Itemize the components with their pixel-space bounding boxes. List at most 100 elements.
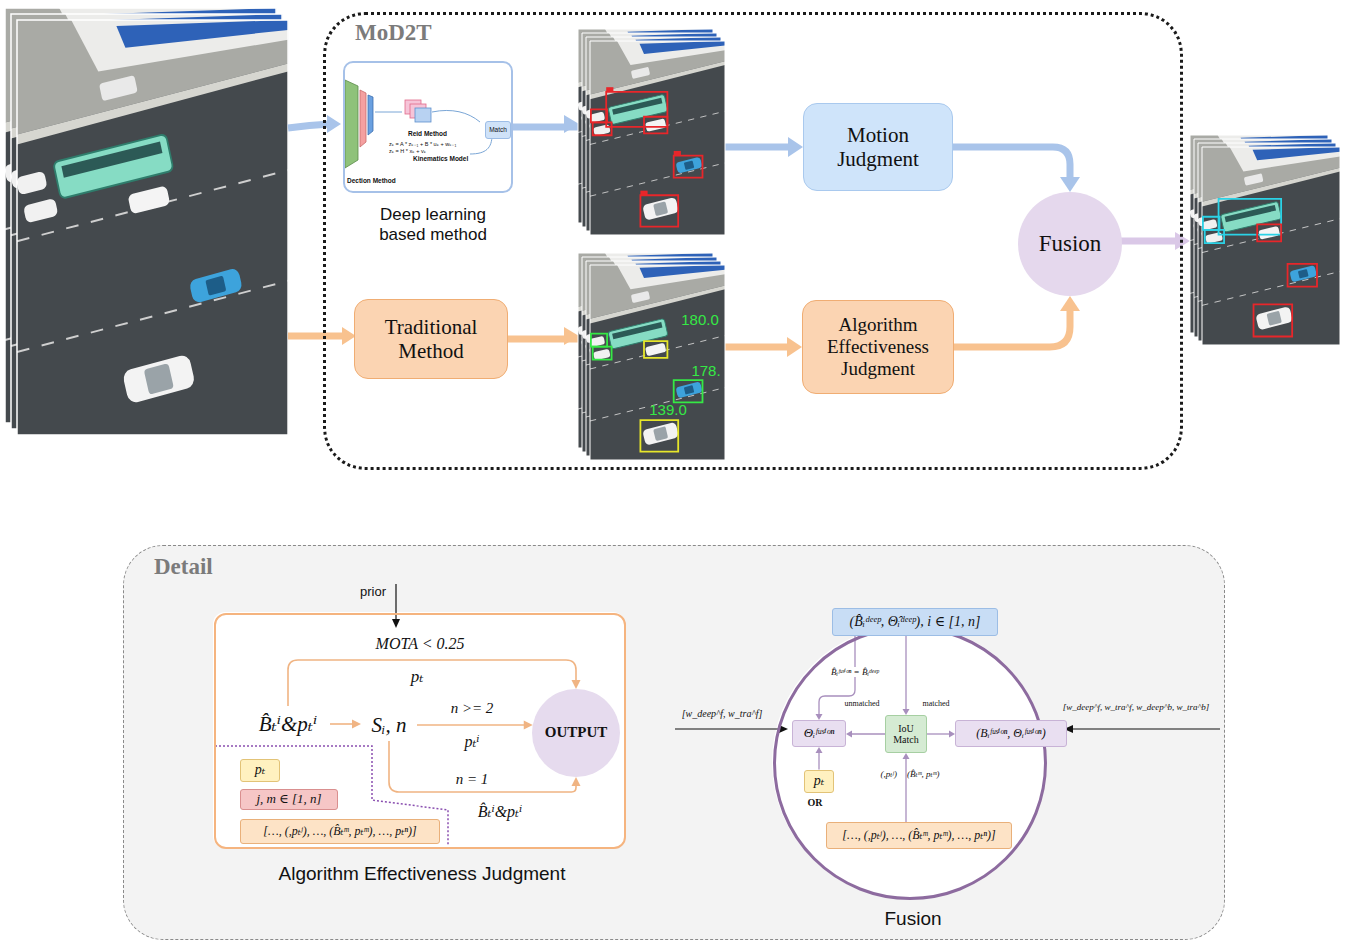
connector xyxy=(903,753,910,822)
detection-boxes xyxy=(591,92,703,227)
layer-block xyxy=(360,90,366,147)
variable-tag: pₜ xyxy=(804,770,834,793)
frame-edge xyxy=(590,265,725,460)
connector xyxy=(846,731,885,738)
edge-label: (B̂ₜᵐ, pₜᵐ) xyxy=(907,769,939,779)
connector-line xyxy=(954,307,1070,348)
connector xyxy=(954,296,1080,347)
node-label: j, m ∈ [1, n] xyxy=(256,792,321,807)
arrow-head xyxy=(1060,177,1080,192)
input-frames xyxy=(4,8,288,435)
dotted-bracket xyxy=(215,746,448,846)
node-label: (B̂ᵢᵈᵉᵉᵖ, Θ̂ᵢᵈᵉᵉᵖ), i ∈ [1, n] xyxy=(850,614,981,630)
box xyxy=(593,122,612,135)
node-label: B̂ₜⁱ&pₜⁱ xyxy=(259,712,317,736)
region-frame: MoD2TReid Methodzₖ = A * zₖ₋₁ + B * uₖ +… xyxy=(323,12,1183,470)
note-label: prior xyxy=(360,585,386,600)
output-circle: OUTPUT xyxy=(532,689,620,777)
region-title: Detail xyxy=(154,554,213,580)
box xyxy=(591,109,607,122)
index-tag: j, m ∈ [1, n] xyxy=(240,789,338,810)
variable-tag: pₜ xyxy=(240,759,280,782)
arrow-head xyxy=(787,337,802,357)
track-score: 178. xyxy=(691,362,720,379)
node-label: Traditional Method xyxy=(355,315,507,363)
node-label: Match xyxy=(489,126,507,133)
frame-edge xyxy=(17,20,288,435)
box xyxy=(1203,217,1220,230)
edge-label: matched xyxy=(922,699,949,708)
box xyxy=(1205,230,1224,243)
prior-arrow xyxy=(395,584,396,621)
connector xyxy=(330,720,361,729)
frame-image xyxy=(1201,147,1340,345)
weight-arrow xyxy=(675,728,781,729)
arrow-head xyxy=(903,753,910,759)
layer-block xyxy=(345,80,358,168)
edge-label: pₜ xyxy=(411,667,424,687)
track-score: 180.0 xyxy=(681,311,719,328)
judgment-panel: MOTA < 0.25Algorithm Effectiveness Judgm… xyxy=(214,613,626,849)
box xyxy=(640,195,678,226)
connector-line xyxy=(288,660,576,706)
arrow-head xyxy=(352,720,361,729)
frame-image xyxy=(16,20,288,435)
box xyxy=(1257,224,1281,241)
connector-line xyxy=(850,733,885,734)
arrow-head xyxy=(564,327,579,345)
edge-label: n = 1 xyxy=(456,771,489,788)
id-tags xyxy=(606,87,681,195)
node-label: Kinematics Model xyxy=(413,155,468,162)
connector-line xyxy=(818,751,819,769)
frame-image xyxy=(589,265,725,460)
frame xyxy=(1201,147,1340,345)
node-label: (Bᵢᶠᵘˢⁱᵒⁿ, Θᵢᶠᵘˢⁱᵒⁿ) xyxy=(976,727,1045,741)
node-label: Algorithm Effectiveness Judgment xyxy=(803,314,953,380)
tag xyxy=(606,87,613,92)
box xyxy=(640,420,678,452)
connector-line xyxy=(905,636,906,711)
box xyxy=(593,347,612,360)
math-label: (,pₜʲ) xyxy=(881,769,897,779)
arrow-head xyxy=(572,680,581,689)
tag xyxy=(640,191,647,196)
node-label: Dection Method xyxy=(347,177,396,184)
network-sketch xyxy=(345,80,492,168)
node-label: Fusion xyxy=(1039,231,1102,257)
process-box: Traditional Method xyxy=(354,299,508,379)
judgment-ground xyxy=(213,612,625,848)
box-caption: Fusion xyxy=(776,908,1050,930)
detection-boxes xyxy=(591,334,703,452)
connector xyxy=(953,147,1080,192)
node-label: Sᵢ, n xyxy=(372,713,407,737)
connector xyxy=(903,636,910,715)
box xyxy=(1254,304,1293,336)
traditional-frames xyxy=(577,253,725,460)
connector-line xyxy=(417,724,526,726)
list-tag: […, (,pₜʲ), …, (B̂ₜᵐ, pₜᵐ), …, pₜⁿ)] xyxy=(826,822,1012,849)
process-box: Algorithm Effectiveness Judgment xyxy=(802,300,954,394)
weight-label: [w_deep^f, w_tra^f] xyxy=(682,708,763,720)
connector-line xyxy=(330,723,355,725)
connector xyxy=(816,747,823,770)
box xyxy=(591,334,607,347)
deep-result-box: (B̂ᵢᵈᵉᵉᵖ, Θ̂ᵢᵈᵉᵉᵖ), i ∈ [1, n] xyxy=(832,608,998,636)
fusion-ground xyxy=(772,625,1046,899)
box xyxy=(1288,264,1317,287)
fusion-result-box: (Bᵢᶠᵘˢⁱᵒⁿ, Θᵢᶠᵘˢⁱᵒⁿ) xyxy=(955,720,1067,747)
frame xyxy=(16,20,288,435)
math-label: pₜⁱ xyxy=(464,733,479,751)
math-label: B̂ₜⁱ&pₜⁱ xyxy=(478,803,523,821)
fusion-detail-circle: Fusion(B̂ᵢᵈᵉᵉᵖ, Θ̂ᵢᵈᵉᵉᵖ), i ∈ [1, n]Θᵢᶠᵘ… xyxy=(773,626,1047,900)
detection-boxes xyxy=(1203,199,1317,337)
flow-line xyxy=(432,110,480,122)
node-label: Motion Judgment xyxy=(804,123,952,171)
weight-arrow xyxy=(1071,728,1220,729)
frame-edge xyxy=(590,41,725,235)
fusion-score-box: Θᵢᶠᵘˢⁱᵒⁿ xyxy=(792,720,846,747)
list-tag: […, (,pₜʲ), …, (B̂ₜᵐ, pₜᵐ), …, pₜⁿ)] xyxy=(240,819,440,844)
node-label: OUTPUT xyxy=(545,724,608,741)
detail-marks xyxy=(215,584,1220,846)
